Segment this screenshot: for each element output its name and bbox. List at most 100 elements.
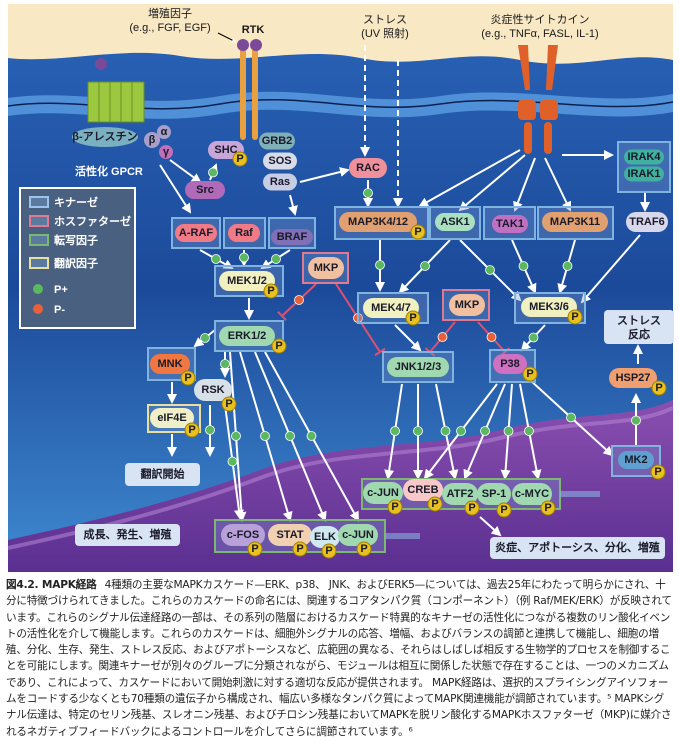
cmyc-shape [512,483,552,505]
protein-src: Src [185,181,225,199]
phosphate-label: P [500,504,507,516]
elk-shape [310,526,340,548]
ras-label: Ras [270,176,290,188]
phosphate-label: P [526,368,533,380]
g-beta-label: β [149,134,156,146]
growth-factor-label: 増殖因子 [148,7,192,20]
p-plus-icon [631,415,641,426]
ras-shape [263,173,297,191]
activation-arrow [299,167,350,183]
traf6-shape [626,212,668,232]
rac-shape [349,158,387,178]
p-plus-icon [200,333,210,343]
phosphate-label: P [267,285,274,297]
mk2-label: MK2 [624,454,647,466]
phosphate-badge [356,541,372,557]
protein-cjun2: c-JUN P [338,524,378,557]
p-minus-icon [486,332,497,342]
phosphate-label: P [468,502,475,514]
legend-transcription-factor: 転写因子 [54,233,98,247]
stress-label: ストレス [363,14,407,26]
cjun2-shape [338,524,378,546]
inhibition-bar [374,347,386,357]
phosphate-label: P [655,382,662,394]
cytokine-examples: (e.g., TNFα, FASL, IL-1) [481,28,598,40]
jnk-shape [387,357,449,377]
rtk-pointer [217,32,237,43]
outcome-stress-response-1: ストレス [617,314,661,327]
protein-ras: Ras [263,173,297,191]
stress-uv-label: (UV 照射) [361,26,409,40]
cjun1-shape [363,482,403,504]
phosphate-badge [387,499,403,515]
mk2-shape [618,451,654,469]
phosphate-label: P [360,543,367,555]
map3k4-shape [339,212,417,232]
protein-traf6: TRAF6 [626,212,668,232]
p-plus-icon [220,359,230,369]
g-gamma-label: γ [163,146,170,158]
legend-p-plus: P+ [54,284,68,296]
g-alpha-subunit [157,125,171,139]
hsp27-label: HSP27 [616,372,651,384]
outcome-box-inflammation [490,537,665,559]
mnk-shape [150,354,190,374]
phosphate-label: P [296,543,303,555]
p-plus-icon [480,426,490,436]
p-plus-icon [518,261,529,271]
p-plus-icon [566,412,576,423]
activation-arrow [458,154,526,212]
eif4e-label: eIF4E [157,412,186,424]
tak1-label: TAK1 [496,218,524,230]
mapk-pathway-diagram: 増殖因子 (e.g., FGF, EGF) RTK ストレス (UV 照射) 炎… [7,4,674,572]
cmyc-label: c-MYC [515,488,549,500]
cell-membrane [8,91,673,119]
erk12-shape [219,326,275,346]
protein-map3k11: MAP3K11 [542,212,608,232]
phosphate-badge [567,309,583,325]
outcome-growth: 成長、発生、増殖 [84,527,172,541]
phosphate-label: P [225,398,232,410]
protein-grb2: GRB2 [259,132,295,150]
cjun2-label: c-JUN [342,529,374,541]
p-plus-icon [271,254,281,264]
phosphate-badge [522,366,538,382]
phosphate-label: P [544,502,551,514]
p-plus-icon [390,426,400,436]
protein-cfos: c-FOS P [221,524,265,557]
phosphate-badge [496,502,512,518]
jnk-label: JNK1/2/3 [395,361,441,373]
p-plus-icon [260,431,270,441]
p-plus-icon [205,425,215,435]
phosphate-label: P [414,226,421,238]
p-plus-icon [231,431,241,441]
protein-tak1: TAK1 [492,215,528,233]
sp1-shape [477,483,511,505]
phosphate-badge [540,500,556,516]
phosphate-badge [321,543,337,559]
outcome-inflammation: 炎症、アポトーシス、分化、増殖 [495,540,660,554]
g-beta-subunit [144,132,160,148]
legend-tf-swatch [29,234,49,246]
caption-title: 図4.2. MAPK経路 [6,579,97,591]
phosphate-badge [247,541,263,557]
beta-arrestin-shape [72,127,138,147]
src-label: Src [196,184,214,196]
rtk-label: RTK [242,24,265,36]
outcome-box-stress-response [604,310,674,344]
phosphate-label: P [251,543,258,555]
p-plus-icon [528,332,539,343]
p-plus-icon [285,431,295,441]
extracellular-space [8,4,673,64]
grb2-shape [259,132,295,150]
hsp27-shape [609,368,657,388]
src-shape [185,181,225,199]
mkp2-label: MKP [455,299,479,311]
p-minus-icon [294,295,304,305]
phosphate-badge [464,500,480,516]
cfos-label: c-FOS [227,529,259,541]
protein-mek12: MEK1/2P [219,271,279,299]
